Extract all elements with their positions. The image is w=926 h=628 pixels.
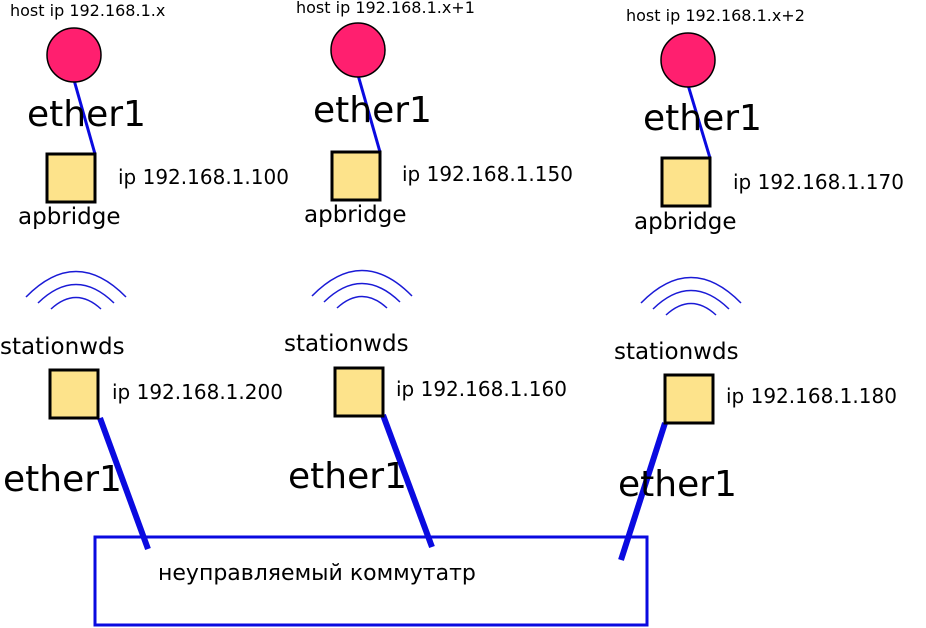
ap-ip-label-3: ip 192.168.1.170: [733, 170, 904, 194]
ap-name-label-1: apbridge: [18, 204, 121, 230]
host-link-3: [686, 84, 712, 159]
station-link-3: [618, 422, 668, 561]
station-name-label-3: stationwds: [614, 339, 739, 365]
station-device-2: [333, 366, 385, 418]
host-link-1: [72, 79, 97, 155]
ap-iface-label-1: ether1: [27, 94, 146, 135]
station-link-2: [380, 413, 435, 549]
switch-box: [93, 535, 649, 627]
apbridge-device-3: [660, 156, 712, 208]
ap-ip-label-1: ip 192.168.1.100: [118, 165, 289, 189]
station-iface-label-3: ether1: [618, 464, 737, 505]
station-ip-label-3: ip 192.168.1.180: [726, 384, 897, 408]
station-iface-label-2: ether1: [288, 456, 407, 497]
host-node-2: [330, 22, 386, 78]
wireless-icon-1: [25, 270, 127, 310]
station-name-label-2: stationwds: [284, 331, 409, 357]
station-ip-label-2: ip 192.168.1.160: [396, 377, 567, 401]
apbridge-device-1: [45, 152, 97, 204]
ap-name-label-3: apbridge: [634, 209, 737, 235]
ap-ip-label-2: ip 192.168.1.150: [402, 162, 573, 186]
host-label-1: host ip 192.168.1.x: [10, 1, 166, 20]
wireless-icon-2: [311, 269, 413, 309]
host-link-2: [356, 74, 382, 153]
switch-label: неуправляемый коммутатр: [158, 561, 476, 586]
host-node-1: [46, 27, 102, 83]
host-label-2: host ip 192.168.1.x+1: [296, 0, 475, 17]
station-name-label-1: stationwds: [0, 334, 125, 360]
station-ip-label-1: ip 192.168.1.200: [112, 380, 283, 404]
station-link-1: [97, 416, 151, 551]
station-device-3: [663, 373, 715, 425]
station-iface-label-1: ether1: [3, 459, 122, 500]
station-device-1: [48, 368, 100, 420]
host-label-3: host ip 192.168.1.x+2: [626, 6, 805, 25]
ap-iface-label-3: ether1: [643, 98, 762, 139]
host-node-3: [660, 32, 716, 88]
apbridge-device-2: [330, 150, 382, 202]
ap-name-label-2: apbridge: [304, 202, 407, 228]
wireless-icon-3: [640, 276, 742, 316]
ap-iface-label-2: ether1: [313, 90, 432, 131]
